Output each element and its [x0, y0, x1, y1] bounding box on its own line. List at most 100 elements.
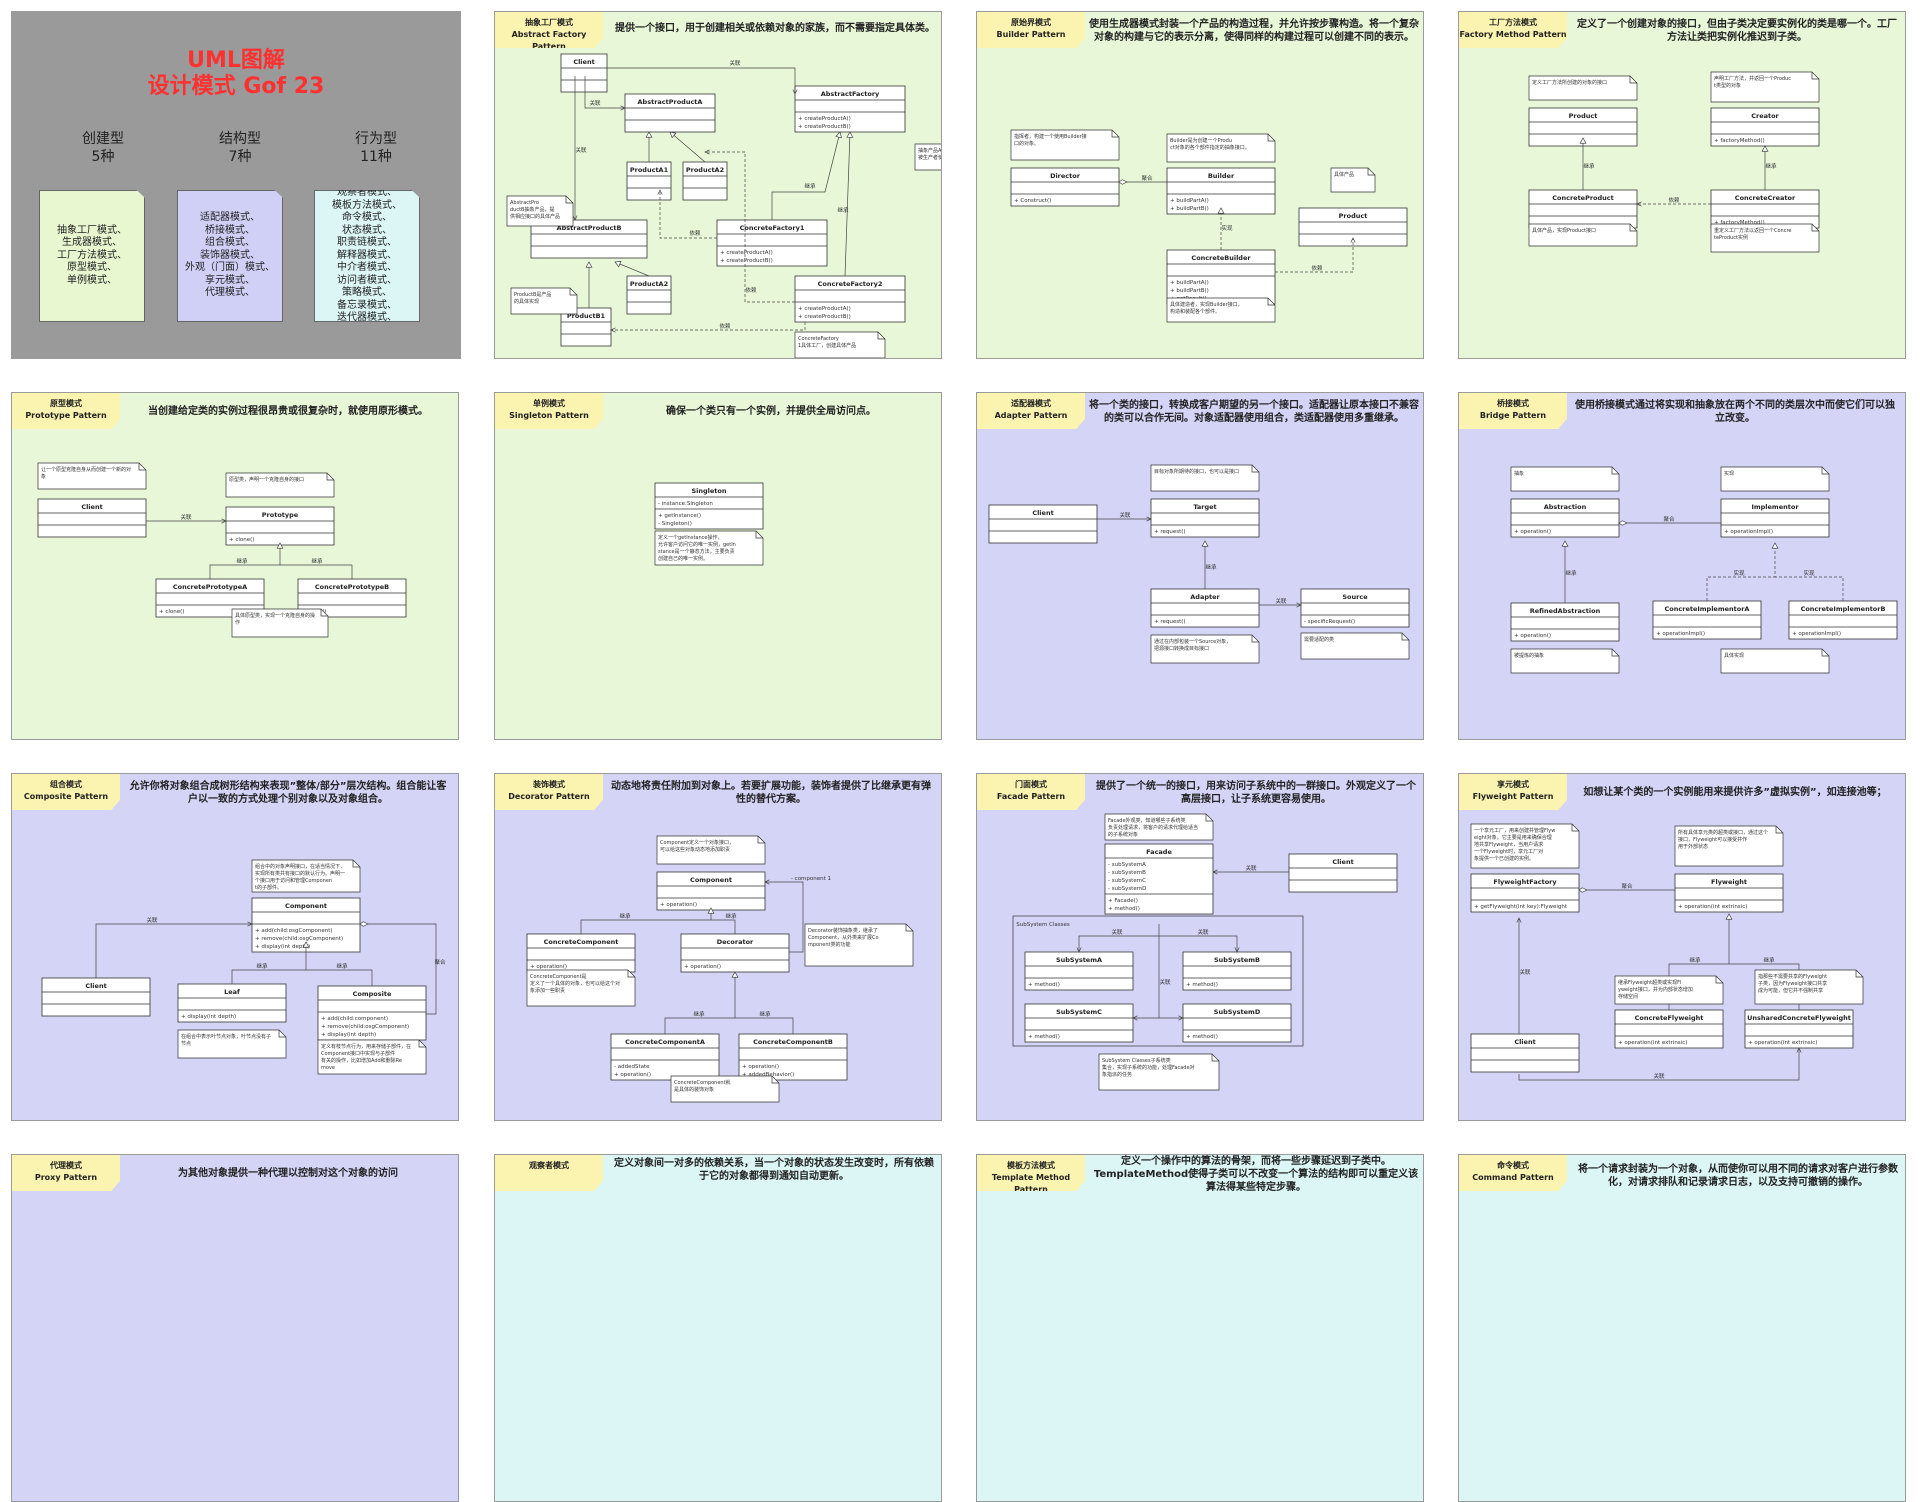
note-text: 通过在内部包装一个Source对象，把源接口转换成目标接口 [1154, 638, 1231, 652]
class-method: + method() [1028, 982, 1060, 988]
uml-note: ConcreteComponent就是具体的装饰对象 [670, 1075, 780, 1103]
pattern-list-item: 中介者模式、 [337, 262, 397, 274]
uml-note: 抽象 [1510, 466, 1620, 492]
uml-note: 被提炼的抽象 [1510, 648, 1620, 674]
relation-label: 继承 [1765, 162, 1777, 170]
uml-note: 定义工厂方法所创建的对象的接口 [1528, 75, 1638, 101]
class-component: Component+ operation() [656, 871, 766, 911]
class-subsystem-b: SubSystemB+ method() [1182, 951, 1292, 991]
pattern-list-item: 桥接模式、 [205, 224, 255, 236]
pattern-list-item: 迭代器模式、 [337, 312, 397, 324]
note-text: 具体建造者，实现Builder接口，构造和装配各个部件。 [1170, 301, 1243, 315]
relation-label: 关联 [589, 99, 601, 107]
class-name: Client [81, 503, 102, 511]
arrow-head [1636, 201, 1642, 207]
class-name: ConcreteComponentB [753, 1038, 833, 1046]
note-text: ConcreteComponent是定义了一个具体的对象，也可以给这个对象添加一… [530, 974, 620, 994]
relation-label: 关联 [1653, 1072, 1665, 1080]
class-product-a1: ProductA1 [626, 161, 672, 201]
relation-label: 继承 [256, 962, 268, 970]
note-text: 所有具体享元类的超类或接口，通过这个接口，Flyweight可以接受并作用于外部… [1678, 829, 1768, 850]
pattern-description: 定义对象间一对多的依赖关系，当一个对象的状态发生改变时，所有依赖于它的对象都得到… [614, 1158, 934, 1182]
class-concrete-component-a: ConcreteComponentA- addedState+ operatio… [610, 1033, 720, 1081]
class-subsystem-c: SubSystemC+ method() [1024, 1003, 1134, 1043]
class-method: + operation() [530, 964, 567, 970]
pattern-list-item: 访问者模式、 [337, 274, 397, 286]
relation-label: 关联 [146, 916, 158, 924]
class-abstract-product-b: AbstractProductB [530, 219, 648, 259]
class-client: Client [988, 504, 1098, 544]
class-method: + operation() [1514, 529, 1551, 535]
class-product-b1: ProductB1 [560, 307, 612, 347]
pattern-name-cn: 单例模式 [533, 399, 565, 408]
relation-label: SubSystem Classes [1016, 922, 1070, 928]
class-method: + operation(int extrinsic) [1748, 1040, 1817, 1046]
class-client: Client [560, 53, 608, 93]
note-text: 被提炼的抽象 [1514, 652, 1544, 659]
class-name: ConcreteComponent [544, 938, 619, 946]
class-method: + createProductA() [798, 306, 851, 312]
aggregation-diamond [1618, 520, 1628, 526]
pattern-list-item: 原型模式、 [67, 262, 117, 274]
uml-connector [95, 923, 252, 978]
class-method: + operation(int extrinsic) [1618, 1040, 1687, 1046]
pattern-name-en: Template Method Pattern [991, 1173, 1071, 1194]
uml-connector [705, 151, 795, 303]
class-prototype: Prototype+ clone() [225, 506, 335, 546]
class-name: SubSystemD [1214, 1008, 1261, 1016]
relation-label: 聚合 [1141, 174, 1153, 182]
note-text: 实现 [1724, 470, 1734, 477]
inheritance-arrow [1761, 145, 1769, 152]
class-product-b2: ProductA2 [626, 275, 672, 315]
pattern-name-cn: 抽象工厂模式 [525, 18, 573, 27]
class-decorator: Decorator+ operation() [680, 933, 790, 973]
pattern-description: 使用桥接模式通过将实现和抽象放在两个不同的类层次中而使它们可以独立改变。 [1575, 400, 1895, 424]
pattern-name-en: Command Pattern [1472, 1173, 1554, 1182]
class-method: + operation() [614, 1072, 651, 1078]
arrow-head [1516, 917, 1522, 923]
pattern-name-en: Builder Pattern [996, 30, 1066, 39]
uml-note: 具体实现 [1720, 648, 1830, 674]
pattern-name-en: Decorator Pattern [508, 792, 590, 801]
class-method: + operation() [1514, 633, 1551, 639]
class-name: Director [1050, 172, 1081, 180]
pattern-name-cn: 观察者模式 [529, 1161, 569, 1170]
arrow-head [247, 921, 253, 927]
category-behavioral: 行为型 11种 [321, 130, 431, 166]
class-name: RefinedAbstraction [1530, 607, 1601, 615]
uml-connector [607, 67, 796, 94]
pattern-list-item: 代理模式、 [205, 287, 255, 299]
pattern-list-item: 装饰器模式、 [200, 249, 260, 261]
uml-diagram: Abstraction+ operation()Implementor+ ope… [1510, 466, 1898, 674]
pattern-name-en: Bridge Pattern [1479, 411, 1547, 420]
class-attribute: - instance:Singleton [658, 501, 713, 507]
note-text: 目标对象所期待的接口，也可以是接口 [1154, 468, 1239, 475]
class-method: - Singleton() [658, 521, 692, 527]
uml-note: 原型类，声明一个克隆自身的接口 [225, 472, 335, 498]
class-adapter: Adapter+ request() [1150, 588, 1260, 628]
pattern-list-item: 外观（门面）模式、 [185, 262, 275, 274]
note-text: 组合中的对象声明接口，在适当情况下，实现所有类共有接口的默认行为。声明一个接口用… [255, 863, 345, 891]
pattern-name-en: Proxy Pattern [34, 1173, 98, 1182]
pattern-name-cn: 工厂方法模式 [1489, 18, 1537, 27]
relation-label: 关联 [1119, 511, 1131, 519]
uml-note: Component定义一个对象接口，可以给这些对象动态地添加职责 [656, 835, 766, 865]
relation-label: 实现 [1803, 569, 1815, 577]
class-name: Flyweight [1711, 878, 1747, 886]
relation-label: 实现 [1733, 569, 1745, 577]
class-implementor: Implementor+ operationImpl() [1720, 498, 1830, 538]
pattern-name-cn: 门面模式 [1015, 780, 1047, 789]
uml-note: 实现 [1720, 466, 1830, 492]
